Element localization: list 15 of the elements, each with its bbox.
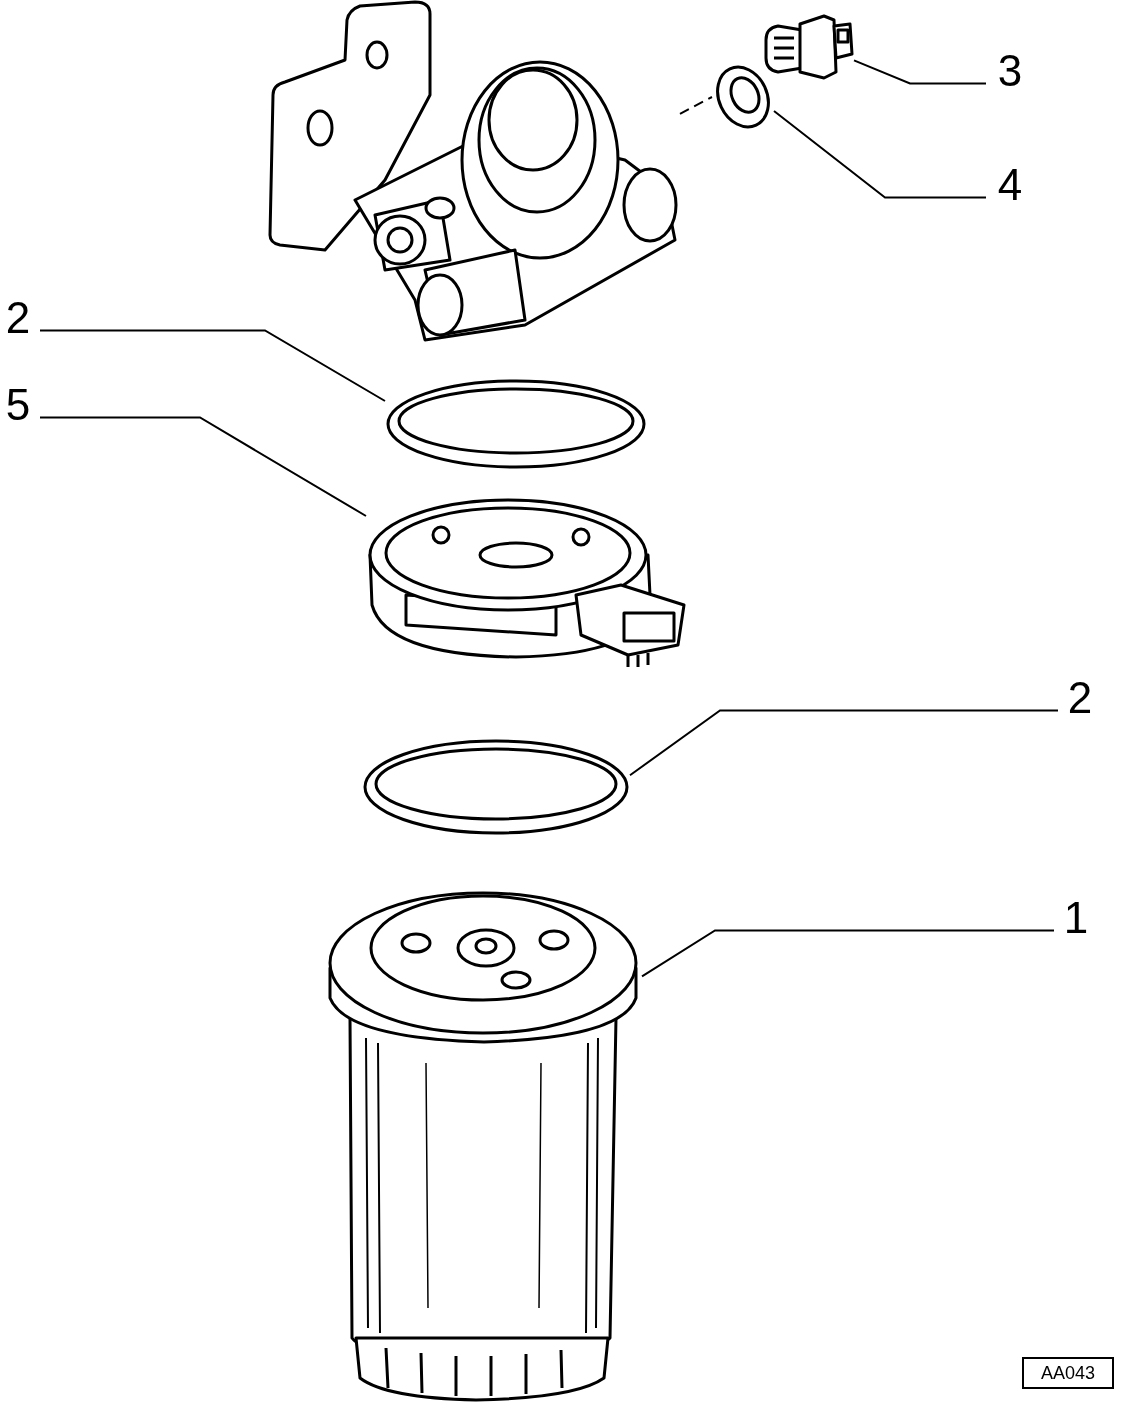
o-ring-drawing xyxy=(385,378,647,470)
callout-number: 3 xyxy=(990,46,1030,96)
callout-number: 2 xyxy=(1062,673,1098,723)
o-ring-drawing xyxy=(362,738,630,836)
leader-line xyxy=(39,416,367,517)
callout-number: 2 xyxy=(0,293,36,343)
leader-line xyxy=(853,59,987,85)
assembly-axis-line xyxy=(679,96,713,115)
leader-line xyxy=(39,329,386,402)
callout-number: 5 xyxy=(0,380,36,430)
leader-line xyxy=(773,110,987,199)
callout-number: 1 xyxy=(1058,893,1094,943)
reference-code: AA043 xyxy=(1022,1357,1114,1389)
leader-line xyxy=(629,709,1059,777)
callout-number: 4 xyxy=(990,160,1030,210)
